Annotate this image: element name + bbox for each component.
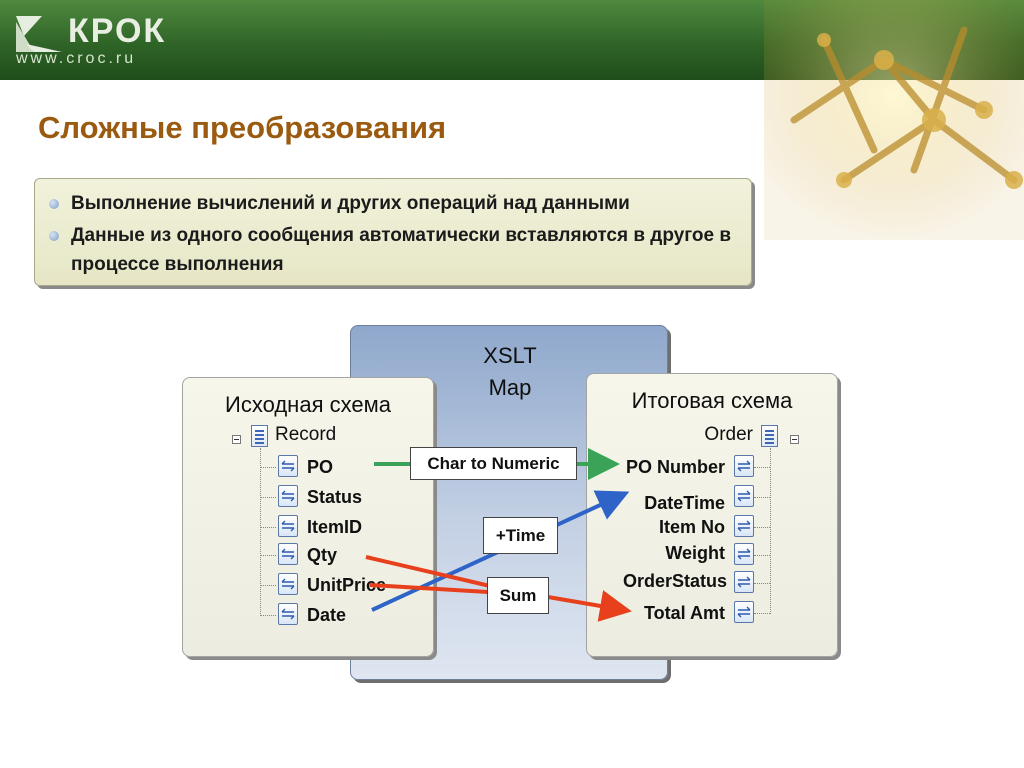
field-record-icon <box>278 485 298 507</box>
field-record-icon <box>278 515 298 537</box>
bullet-text: Данные из одного сообщения автоматически… <box>71 225 732 275</box>
tree-connector <box>260 497 276 498</box>
tree-connector <box>754 527 770 528</box>
slide-title: Сложные преобразования <box>38 110 447 145</box>
bullet-dot-icon <box>49 231 59 241</box>
field-record-icon <box>278 455 298 477</box>
source-field-po[interactable]: PO <box>307 457 334 477</box>
tree-connector <box>260 467 276 468</box>
source-field-itemid[interactable]: ItemID <box>307 517 363 537</box>
source-schema-panel: Исходная схема Record PO Status ItemID Q… <box>182 377 434 657</box>
tree-connector <box>754 555 770 556</box>
source-schema-title: Исходная схема <box>225 392 391 417</box>
field-record-icon <box>734 485 754 507</box>
source-root-record[interactable]: Record <box>275 424 337 445</box>
target-field-total-amt[interactable]: Total Amt <box>644 603 725 623</box>
logo-name: КРОК <box>68 12 167 50</box>
target-field-item-no[interactable]: Item No <box>658 517 725 537</box>
target-field-orderstatus[interactable]: OrderStatus <box>622 571 727 591</box>
bullet-dot-icon <box>49 199 59 209</box>
target-field-po-number[interactable]: PO Number <box>625 457 725 477</box>
target-root-order[interactable]: Order <box>704 424 753 445</box>
tree-connector <box>260 615 276 616</box>
xslt-label-line2: Map <box>488 375 532 400</box>
decorative-molecule-image <box>764 0 1024 240</box>
tree-connector <box>260 585 276 586</box>
bullet-box: Выполнение вычислений и других операций … <box>34 178 752 286</box>
schema-document-icon <box>251 425 268 447</box>
logo-url: www.croc.ru <box>16 50 137 67</box>
croc-logo-icon <box>16 16 62 52</box>
collapse-toggle-icon[interactable] <box>790 435 799 444</box>
source-field-qty[interactable]: Qty <box>307 545 338 565</box>
tree-connector <box>754 467 770 468</box>
field-record-icon <box>734 455 754 477</box>
source-field-status[interactable]: Status <box>307 487 363 507</box>
schema-document-icon <box>761 425 778 447</box>
bullet-item: Выполнение вычислений и других операций … <box>49 189 737 218</box>
tree-connector <box>754 613 770 614</box>
tree-connector <box>260 448 261 616</box>
field-record-icon <box>734 571 754 593</box>
tree-connector <box>260 527 276 528</box>
source-field-unitprice[interactable]: UnitPrice <box>307 575 387 595</box>
xslt-label-line1: XSLT <box>483 343 537 368</box>
tree-connector <box>754 583 770 584</box>
target-schema-panel: Итоговая схема Order PO Number DateTime … <box>586 373 838 657</box>
target-field-datetime[interactable]: DateTime <box>644 493 725 513</box>
xslt-map-label: XSLT Map <box>351 340 669 404</box>
bullet-text: Выполнение вычислений и других операций … <box>71 193 630 214</box>
tree-connector <box>770 448 771 614</box>
target-field-weight[interactable]: Weight <box>665 543 725 563</box>
field-record-icon <box>278 573 298 595</box>
target-schema-title: Итоговая схема <box>631 388 793 413</box>
field-record-icon <box>734 543 754 565</box>
field-record-icon <box>734 601 754 623</box>
functoid-char-to-numeric[interactable]: Char to Numeric <box>410 447 577 480</box>
field-record-icon <box>278 543 298 565</box>
functoid-sum[interactable]: Sum <box>487 577 549 614</box>
bullet-item: Данные из одного сообщения автоматически… <box>49 221 737 279</box>
field-record-icon <box>278 603 298 625</box>
collapse-toggle-icon[interactable] <box>232 435 241 444</box>
tree-connector <box>260 555 276 556</box>
field-record-icon <box>734 515 754 537</box>
functoid-time[interactable]: +Time <box>483 517 558 554</box>
source-field-date[interactable]: Date <box>307 605 347 625</box>
tree-connector <box>754 497 770 498</box>
